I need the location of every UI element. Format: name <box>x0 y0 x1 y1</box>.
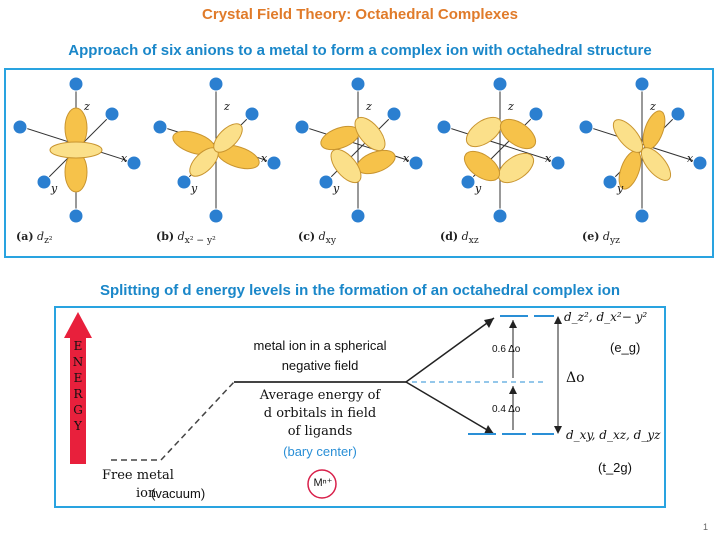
z-axis-label: z <box>650 100 656 113</box>
average-energy-label-2: d orbitals in field <box>263 406 377 421</box>
bary-center-label: (bary center) <box>283 444 357 459</box>
dx2y2-orbital-diagram <box>152 76 282 224</box>
delta-lower-label: 0.4 Δo <box>492 404 521 415</box>
panel-label-c: (c) dxy <box>298 230 336 247</box>
x-axis-label: x <box>121 152 128 165</box>
energy-diagram-lines <box>64 312 562 499</box>
energy-label: E N E R G Y <box>72 339 84 433</box>
x-axis-label: x <box>545 152 552 165</box>
panel-label-d: (d) dxz <box>440 230 479 247</box>
z-axis-label: z <box>84 100 90 113</box>
delta-upper-label: 0.6 Δo <box>492 344 521 355</box>
y-axis-label: y <box>617 182 624 195</box>
dz2-orbital-diagram <box>12 76 142 224</box>
x-axis-label: x <box>403 152 410 165</box>
dyz-orbital-diagram <box>578 76 708 224</box>
orbital-panel-dyz: z x y (e) dyz <box>572 70 712 256</box>
y-axis-label: y <box>475 182 482 195</box>
average-energy-label-1: Average energy of <box>259 388 381 403</box>
spherical-field-label-2: negative field <box>281 358 359 373</box>
orbital-panel-dx2y2: z x y (b) dx² − y² <box>146 70 286 256</box>
eg-label: (e_g) <box>610 340 641 355</box>
z-axis-label: z <box>508 100 514 113</box>
t2g-label: (t_2g) <box>598 460 632 475</box>
z-axis-label: z <box>224 100 230 113</box>
y-axis-label: y <box>51 182 58 195</box>
orbital-panel-dxy: z x y (c) dxy <box>288 70 428 256</box>
free-metal-label: Free metal <box>102 468 174 483</box>
dxy-orbital-diagram <box>294 76 424 224</box>
delta-o-label: Δo <box>566 370 585 386</box>
section-heading-approach: Approach of six anions to a metal to for… <box>68 42 652 59</box>
upper-orbitals-label: d_z², d_x²− y² <box>564 310 648 324</box>
free-metal-ion-label: ion <box>136 486 157 501</box>
energy-diagram-box: E N E R G Y Free metal ion (vacuum) meta… <box>54 306 666 508</box>
orbital-panel-dxz: z x y (d) dxz <box>430 70 570 256</box>
x-axis-label: x <box>261 152 268 165</box>
z-axis-label: z <box>366 100 372 113</box>
panel-label-a: (a) dz² <box>16 230 53 247</box>
average-energy-label-3: of ligands <box>287 424 353 439</box>
y-axis-label: y <box>333 182 340 195</box>
page-title: Crystal Field Theory: Octahedral Complex… <box>202 6 518 23</box>
section-heading-splitting: Splitting of d energy levels in the form… <box>99 282 621 299</box>
page-number: 1 <box>702 522 708 532</box>
y-axis-label: y <box>191 182 198 195</box>
metal-ion-label: Mⁿ⁺ <box>313 477 333 489</box>
dxz-orbital-diagram <box>436 76 566 224</box>
orbital-panels-box: z x y (a) dz² z x y (b) dx <box>4 68 714 258</box>
energy-arrow-icon <box>64 312 92 464</box>
panel-label-b: (b) dx² − y² <box>156 230 216 247</box>
panel-label-e: (e) dyz <box>582 230 620 247</box>
spherical-field-label-1: metal ion in a spherical <box>253 338 387 353</box>
orbital-panel-dz2: z x y (a) dz² <box>6 70 146 256</box>
metal-ion-circle-icon <box>307 469 337 499</box>
lower-orbitals-label: d_xy, d_xz, d_yz <box>566 428 661 442</box>
vacuum-label: (vacuum) <box>151 486 206 501</box>
x-axis-label: x <box>687 152 694 165</box>
